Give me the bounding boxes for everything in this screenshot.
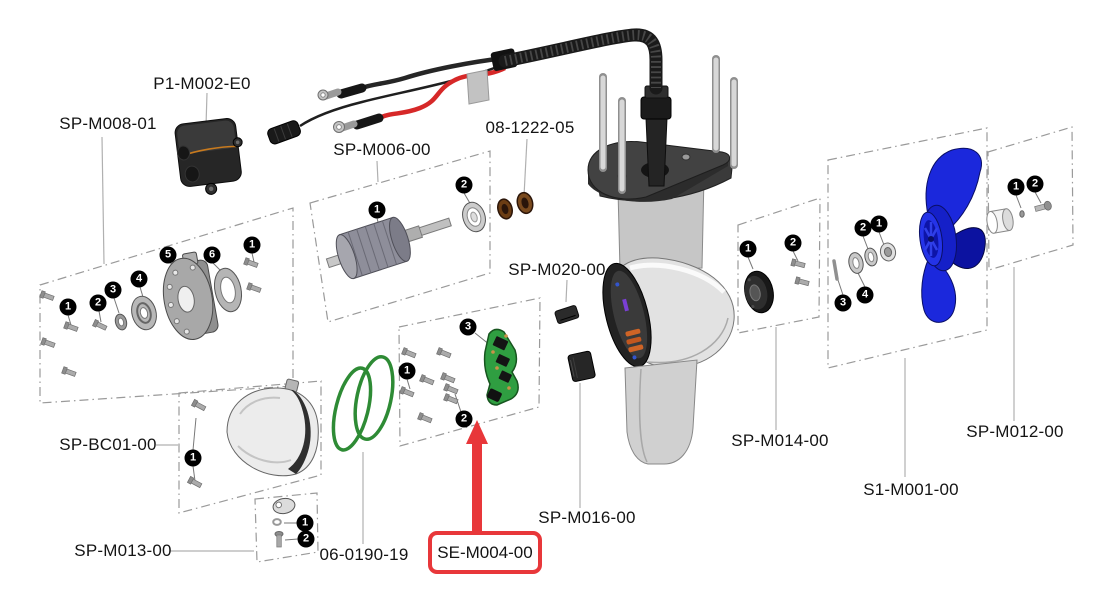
callout-sp-m008-3: 3 xyxy=(104,281,122,299)
callout-sp-m006-1: 1 xyxy=(368,201,386,219)
group-box-sp-m008-01 xyxy=(39,207,294,404)
o-rings xyxy=(331,355,395,452)
motor-unit xyxy=(498,28,738,465)
circuit-board xyxy=(483,328,519,406)
clip-part xyxy=(554,305,580,324)
nose-cone xyxy=(187,378,319,490)
controller-box xyxy=(174,118,243,195)
label-sp-m016-00[interactable]: SP-M016-00 xyxy=(538,508,636,527)
callout-sp-m013-2: 2 xyxy=(297,530,315,548)
end-bracket xyxy=(162,251,219,340)
motor-endcap-group xyxy=(39,251,262,378)
callout-se-m004-1: 1 xyxy=(398,362,416,380)
callout-sp-m008-2: 2 xyxy=(89,294,107,312)
callout-se-m004-3: 3 xyxy=(459,318,477,336)
flange-cap-group xyxy=(744,258,810,314)
label-sp-m013-00[interactable]: SP-M013-00 xyxy=(74,541,172,560)
callout-se-m004-2: 2 xyxy=(455,410,473,428)
callout-sp-m012-1: 1 xyxy=(1007,178,1025,196)
callout-sp-m006-2: 2 xyxy=(455,176,473,194)
propeller-kit xyxy=(832,148,986,323)
group-box-sp-m013-00 xyxy=(254,492,319,563)
group-box-s1-m001-00 xyxy=(827,127,988,369)
cable-assembly xyxy=(267,48,518,145)
mounting-rods xyxy=(599,55,738,194)
pcb-assembly xyxy=(399,328,519,425)
group-box-sp-m006-00 xyxy=(309,150,491,323)
anode-mount xyxy=(272,497,296,548)
spacer-kit xyxy=(986,200,1052,234)
callout-sp-m013-1: 1 xyxy=(296,514,314,532)
label-sp-m006-00[interactable]: SP-M006-00 xyxy=(333,140,431,159)
label-p1-m002-e0[interactable]: P1-M002-E0 xyxy=(153,74,251,93)
label-sp-m014-00[interactable]: SP-M014-00 xyxy=(731,431,829,450)
callout-s1-m001-2: 2 xyxy=(854,219,872,237)
highlight-arrow xyxy=(466,420,488,532)
callout-s1-m001-1: 1 xyxy=(870,215,888,233)
label-sp-m008-01[interactable]: SP-M008-01 xyxy=(59,114,157,133)
label-sp-m020-00[interactable]: SP-M020-00 xyxy=(508,260,606,279)
callout-sp-m014-1: 1 xyxy=(739,240,757,258)
pod-opening xyxy=(602,262,652,368)
callout-sp-m008-4: 4 xyxy=(130,270,148,288)
callout-sp-m008-1a: 1 xyxy=(59,298,77,316)
callout-sp-m012-2: 2 xyxy=(1026,175,1044,193)
gasket-ring xyxy=(213,267,243,313)
label-sp-bc01-00[interactable]: SP-BC01-00 xyxy=(59,435,157,454)
label-06-0190-19[interactable]: 06-0190-19 xyxy=(319,545,409,564)
callout-s1-m001-4: 4 xyxy=(856,286,874,304)
callout-sp-bc01-1: 1 xyxy=(184,449,202,467)
group-box-se-m004-00 xyxy=(398,297,541,447)
callout-sp-m014-2: 2 xyxy=(784,234,802,252)
callout-sp-m008-1b: 1 xyxy=(243,236,261,254)
block-part xyxy=(567,350,596,382)
label-08-1222-05[interactable]: 08-1222-05 xyxy=(485,118,575,137)
bearing xyxy=(131,295,157,331)
fin xyxy=(624,359,698,465)
cable-tag xyxy=(466,69,490,105)
prop-nut xyxy=(879,242,897,262)
brass-bushings xyxy=(497,191,534,220)
callout-s1-m001-3: 3 xyxy=(834,294,852,312)
callout-sp-m008-5: 5 xyxy=(159,246,177,264)
shaft-bearing xyxy=(462,201,486,233)
callout-sp-m008-6: 6 xyxy=(203,246,221,264)
rotor-assembly xyxy=(325,201,486,280)
propeller xyxy=(918,148,986,323)
label-s1-m001-00[interactable]: S1-M001-00 xyxy=(863,480,959,499)
label-sp-m012-00[interactable]: SP-M012-00 xyxy=(966,422,1064,441)
corrugated-conduit xyxy=(498,28,663,95)
group-box-sp-bc01-00 xyxy=(178,380,322,514)
spacer-ring xyxy=(114,313,128,331)
group-box-sp-m012-00 xyxy=(987,126,1074,271)
group-box-sp-m014-00 xyxy=(737,197,821,334)
callout-leader-lines xyxy=(67,191,1042,541)
label-se-m004-00-highlighted[interactable]: SE-M004-00 xyxy=(428,531,542,574)
round-connector xyxy=(267,120,301,145)
